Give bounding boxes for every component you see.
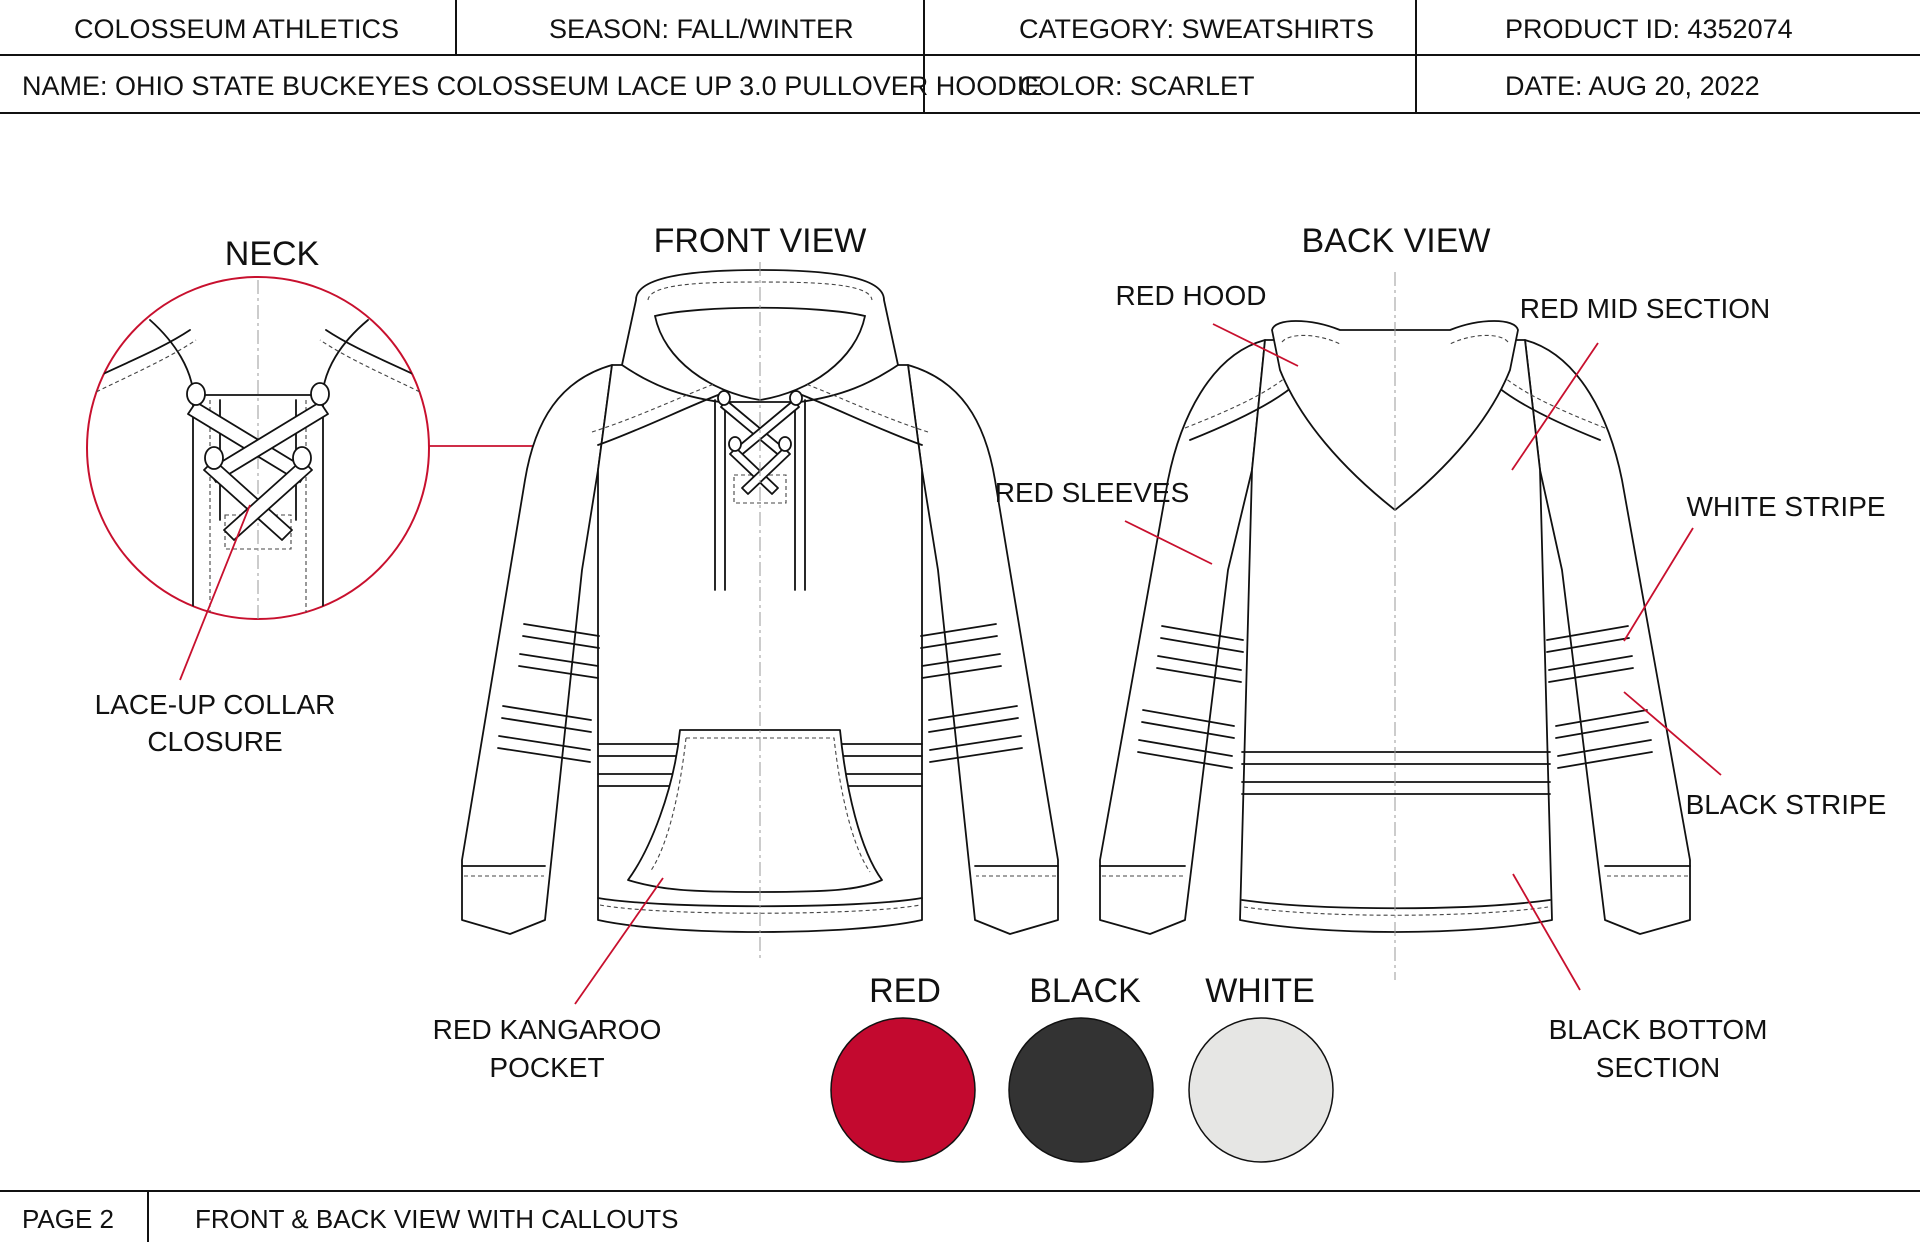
lace-up-callout-line2: CLOSURE (147, 726, 282, 757)
footer-divider (147, 1192, 149, 1242)
swatch-white (1188, 1017, 1334, 1163)
neck-title: NECK (225, 235, 320, 273)
black-bottom-leader-line (1512, 873, 1581, 991)
front-view-hoodie (461, 262, 1059, 960)
season-field: SEASON: FALL/WINTER (549, 14, 854, 44)
swatch-red (830, 1017, 976, 1163)
lace-up-callout-line1: LACE-UP COLLAR (95, 689, 336, 720)
white-stripe-callout: WHITE STRIPE (1686, 491, 1885, 522)
red-hood-leader-line (1212, 323, 1299, 367)
kangaroo-callout-line1: RED KANGAROO (433, 1014, 662, 1045)
neck-detail (86, 276, 430, 620)
red-mid-callout: RED MID SECTION (1520, 293, 1770, 324)
black-bottom-callout-line2: SECTION (1596, 1052, 1720, 1083)
black-stripe-leader-line (1623, 691, 1722, 776)
header-divider (455, 0, 457, 54)
swatch-label-black: BLACK (1029, 972, 1141, 1010)
red-sleeves-callout: RED SLEEVES (995, 477, 1190, 508)
lace-up-leader-line (179, 504, 251, 681)
color-field: COLOR: SCARLET (1019, 71, 1255, 101)
front-view-title: FRONT VIEW (654, 222, 867, 260)
back-view-hoodie (1099, 272, 1691, 980)
kangaroo-leader-line (574, 877, 664, 1005)
header-divider (923, 0, 925, 112)
swatch-label-white: WHITE (1205, 972, 1315, 1010)
back-view-title: BACK VIEW (1302, 222, 1491, 260)
page-description: FRONT & BACK VIEW WITH CALLOUTS (195, 1204, 679, 1234)
red-hood-callout: RED HOOD (1116, 280, 1267, 311)
tech-drawing: NECK FRONT VIEW BACK VIEW (86, 222, 1887, 1163)
category-field: CATEGORY: SWEATSHIRTS (1019, 14, 1375, 44)
header-row-1 (0, 0, 1920, 56)
product-id-field: PRODUCT ID: 4352074 (1505, 14, 1793, 44)
spec-footer: PAGE 2 FRONT & BACK VIEW WITH CALLOUTS (0, 1190, 1920, 1242)
red-mid-leader-line (1511, 342, 1599, 471)
product-name-field: NAME: OHIO STATE BUCKEYES COLOSSEUM LACE… (22, 71, 1043, 101)
black-bottom-callout-line1: BLACK BOTTOM (1549, 1014, 1768, 1045)
brand-name: COLOSSEUM ATHLETICS (74, 14, 400, 44)
red-sleeves-leader-line (1124, 520, 1213, 565)
kangaroo-callout-line2: POCKET (489, 1052, 604, 1083)
swatch-black (1008, 1017, 1154, 1163)
header-divider (1415, 0, 1417, 112)
date-field: DATE: AUG 20, 2022 (1505, 71, 1760, 101)
swatch-label-red: RED (869, 972, 941, 1010)
black-stripe-callout: BLACK STRIPE (1686, 789, 1887, 820)
spec-header: COLOSSEUM ATHLETICS SEASON: FALL/WINTER … (0, 0, 1920, 114)
page-number: PAGE 2 (22, 1204, 115, 1234)
white-stripe-leader-line (1623, 527, 1694, 642)
